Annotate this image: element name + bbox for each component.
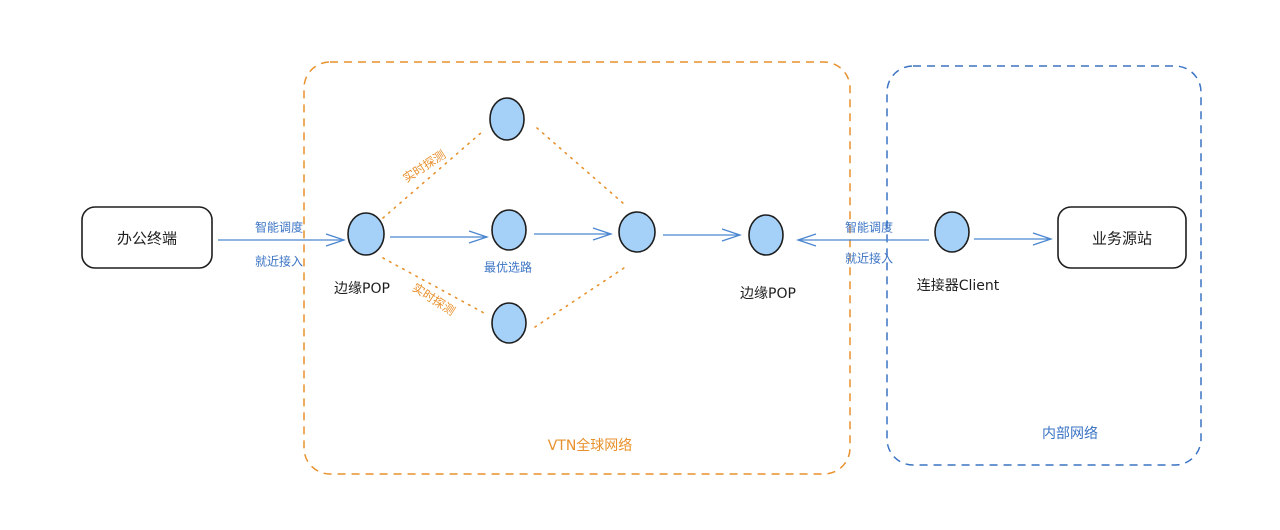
nearby-access-label-left: 就近接入 xyxy=(254,254,304,269)
connector-client-node[interactable] xyxy=(934,211,970,253)
probe-line-upper-right xyxy=(536,127,625,205)
edge-pop-label-right: 边缘POP xyxy=(740,286,796,302)
connector-client-label: 连接器Client xyxy=(916,278,1000,294)
probe-line-upper-left xyxy=(382,131,483,219)
vtn-region-border xyxy=(303,61,851,475)
probe-line-lower-right xyxy=(534,267,625,328)
best-route-node[interactable] xyxy=(491,209,527,251)
vtn-region-label: VTN全球网络 xyxy=(547,438,633,454)
business-origin-box[interactable] xyxy=(1057,206,1187,269)
internal-region-border xyxy=(886,65,1202,466)
smart-dispatch-label-right: 智能调度 xyxy=(844,220,894,235)
edge-pop-label-left: 边缘POP xyxy=(334,281,390,297)
relay-node[interactable] xyxy=(618,211,656,253)
edge-pop-node-left[interactable] xyxy=(347,212,385,256)
office-terminal-label: 办公终端 xyxy=(116,229,178,248)
business-origin-label: 业务源站 xyxy=(1091,229,1153,248)
upper-path-node[interactable] xyxy=(489,97,525,141)
internal-region-label: 内部网络 xyxy=(1042,426,1098,442)
smart-dispatch-label-left: 智能调度 xyxy=(254,220,304,235)
lower-path-node[interactable] xyxy=(491,302,527,344)
office-terminal-box[interactable] xyxy=(81,206,213,269)
best-route-label: 最优选路 xyxy=(483,260,533,275)
edge-pop-node-right[interactable] xyxy=(748,214,784,256)
nearby-access-label-right: 就近接入 xyxy=(844,251,894,266)
